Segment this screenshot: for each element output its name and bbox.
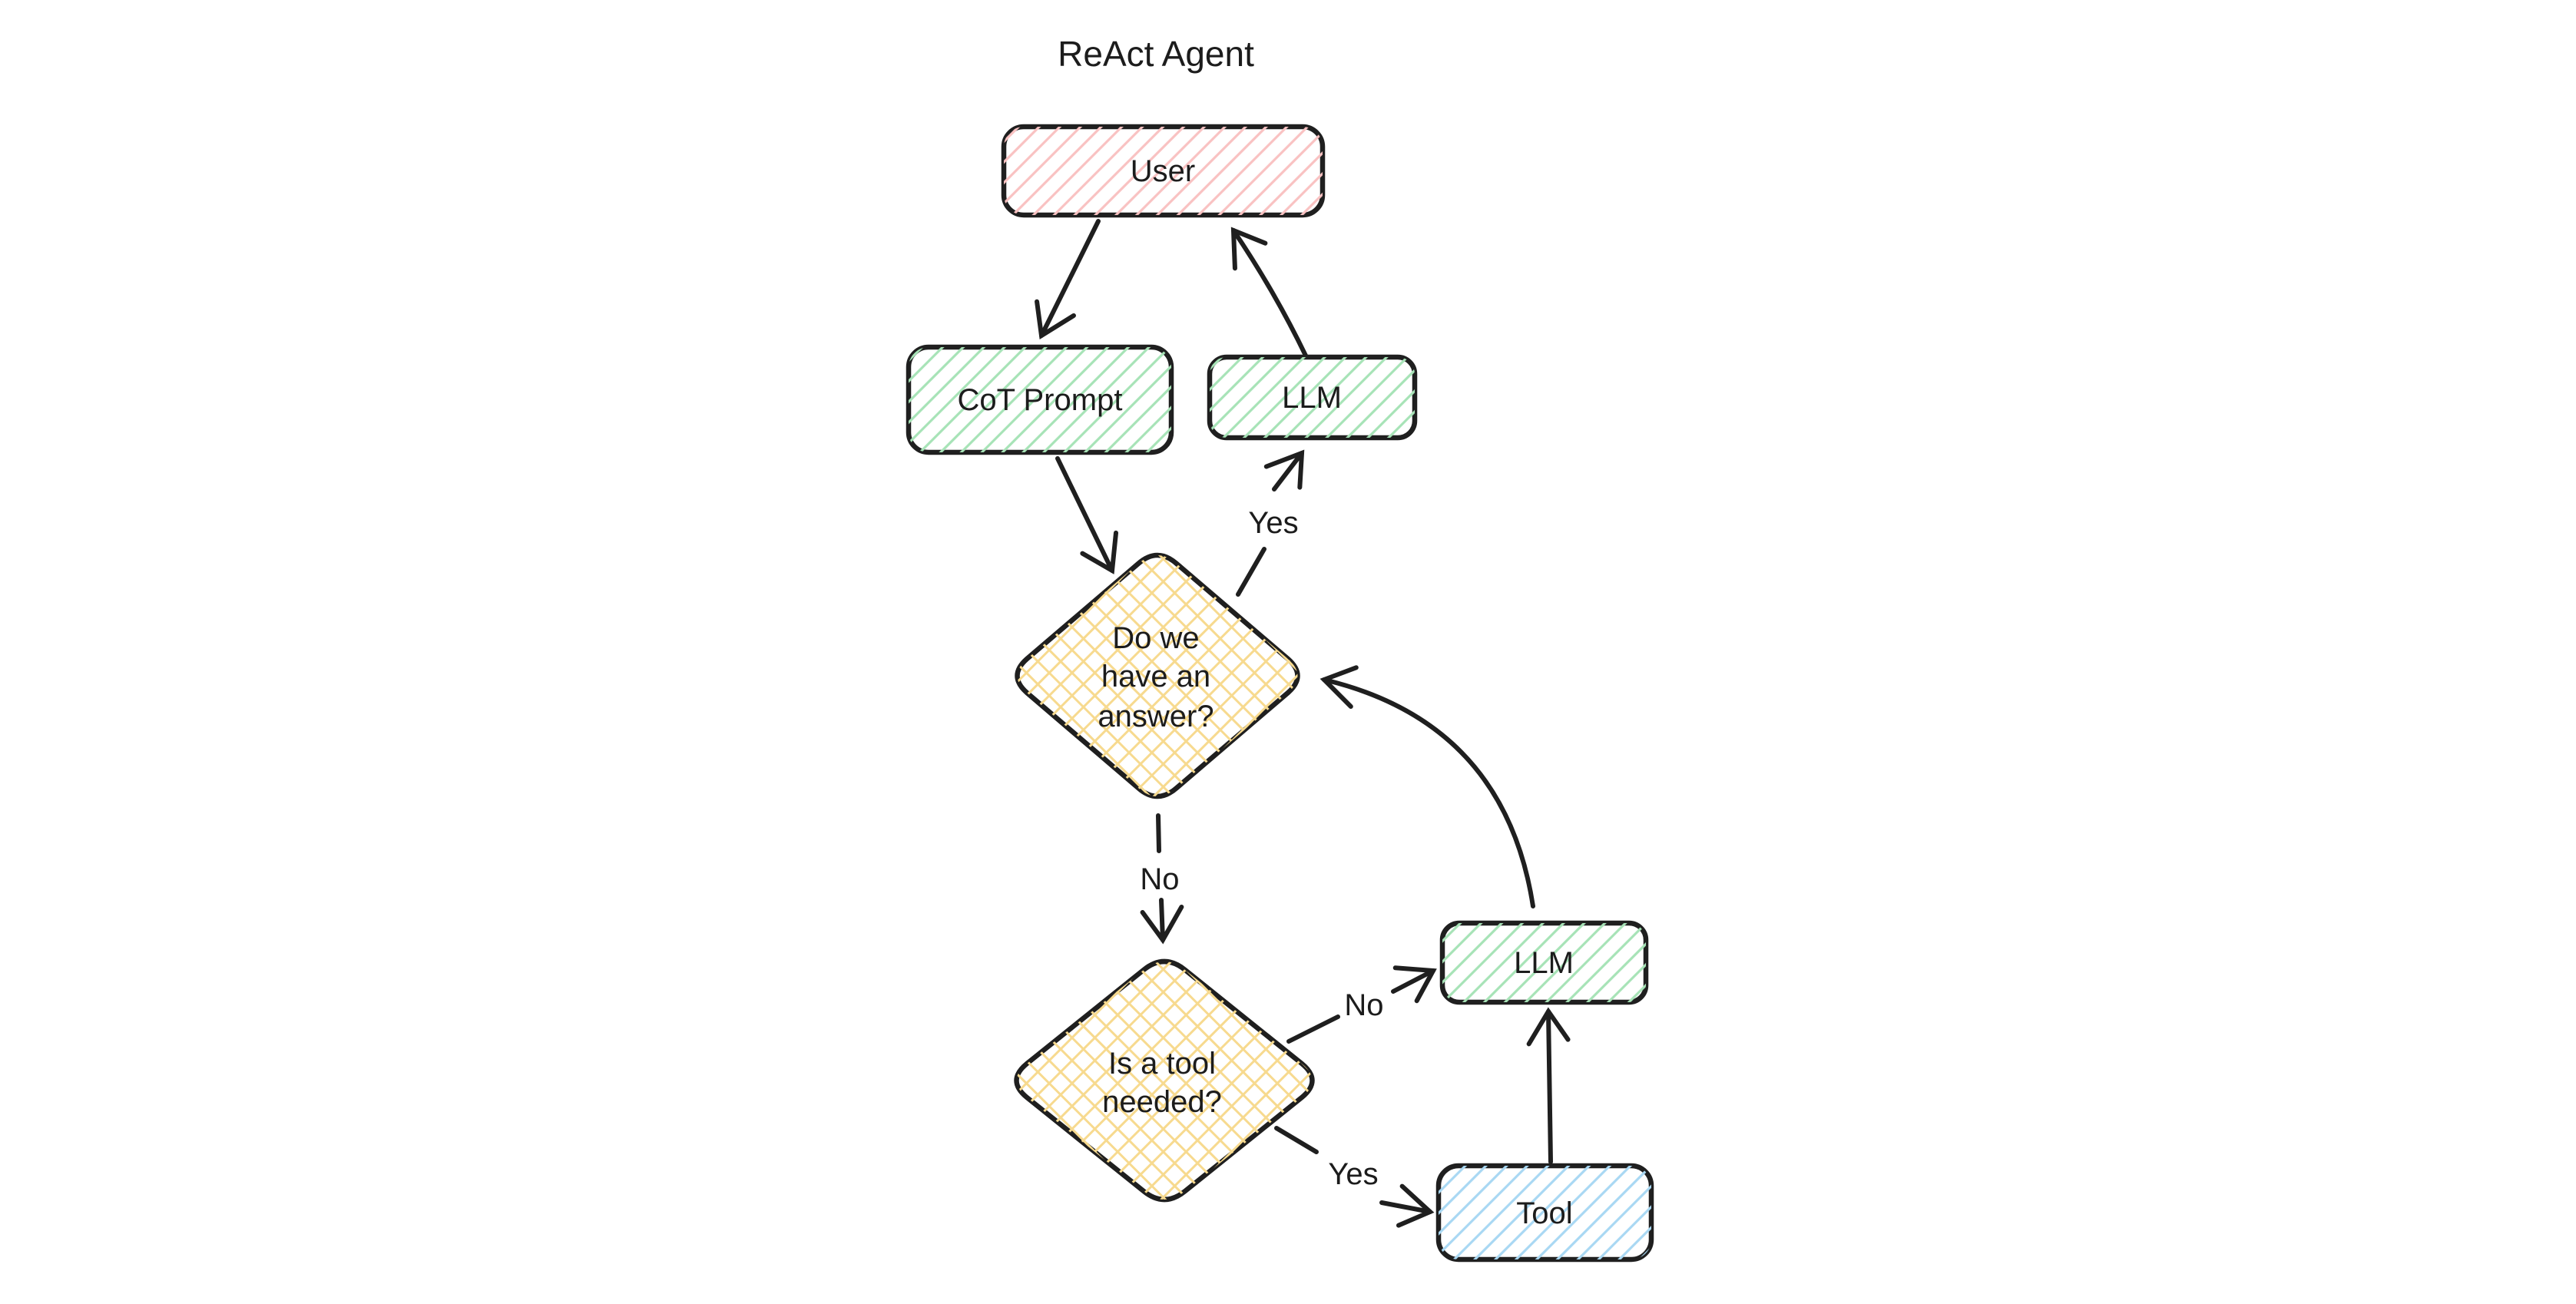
edges	[1035, 219, 1571, 1228]
edge-label-yes-top: Yes	[1248, 506, 1298, 540]
node-llm-top: LLM	[1207, 354, 1418, 441]
edge-answer-yes-segment	[1236, 547, 1266, 597]
decision-answer-diamond-hatch	[1017, 555, 1298, 796]
edge-cot-prompt-to-answer-decision	[1055, 456, 1119, 574]
edge-tool-yes-arrow	[1379, 1183, 1435, 1228]
cot-prompt-box-hatch	[909, 347, 1171, 452]
llm-top-box-hatch	[1210, 357, 1415, 438]
user-label: User	[1131, 154, 1195, 188]
decision-tool-diamond-hatch	[1016, 961, 1313, 1200]
llm-top-label: LLM	[1282, 381, 1342, 415]
edge-tool-yes-segment	[1274, 1126, 1319, 1154]
tool-box-hatch	[1439, 1166, 1651, 1259]
edge-answer-yes-arrow	[1263, 449, 1305, 491]
edge-llm-to-answer-decision	[1319, 665, 1535, 908]
decision-tool-line2: needed?	[1102, 1085, 1222, 1119]
edge-llm-to-user	[1230, 227, 1308, 358]
cot-prompt-label: CoT Prompt	[958, 383, 1123, 417]
tool-label: Tool	[1516, 1196, 1572, 1230]
edge-label-yes-bottom: Yes	[1328, 1157, 1378, 1191]
decision-answer-line1: Do we	[1112, 621, 1199, 655]
decision-answer-line2: have an	[1101, 660, 1210, 693]
edge-answer-no-segment	[1156, 813, 1161, 853]
edge-tool-to-llm	[1526, 1007, 1571, 1164]
node-user: User	[1001, 124, 1326, 218]
edge-label-no-mid: No	[1140, 862, 1179, 896]
node-llm-right: LLM	[1439, 920, 1649, 1005]
node-cot-prompt: CoT Prompt	[906, 344, 1174, 455]
decision-tool-line1: Is a tool	[1108, 1047, 1216, 1081]
edge-label-no-right: No	[1344, 988, 1383, 1022]
node-tool: Tool	[1435, 1163, 1654, 1263]
edge-tool-no-segment	[1286, 1014, 1340, 1044]
edge-answer-no-arrow	[1140, 898, 1184, 945]
llm-right-box-hatch	[1442, 923, 1646, 1002]
edge-tool-no-arrow	[1391, 965, 1437, 1004]
node-decision-tool: Is a tool needed?	[1014, 958, 1315, 1203]
node-decision-answer: Do we have an answer?	[1015, 552, 1300, 799]
diagram-title: ReAct Agent	[1058, 34, 1254, 74]
user-box-hatch	[1004, 127, 1323, 215]
decision-answer-line3: answer?	[1098, 700, 1214, 733]
edge-user-to-cot-prompt	[1035, 219, 1101, 339]
llm-right-label: LLM	[1514, 946, 1574, 980]
